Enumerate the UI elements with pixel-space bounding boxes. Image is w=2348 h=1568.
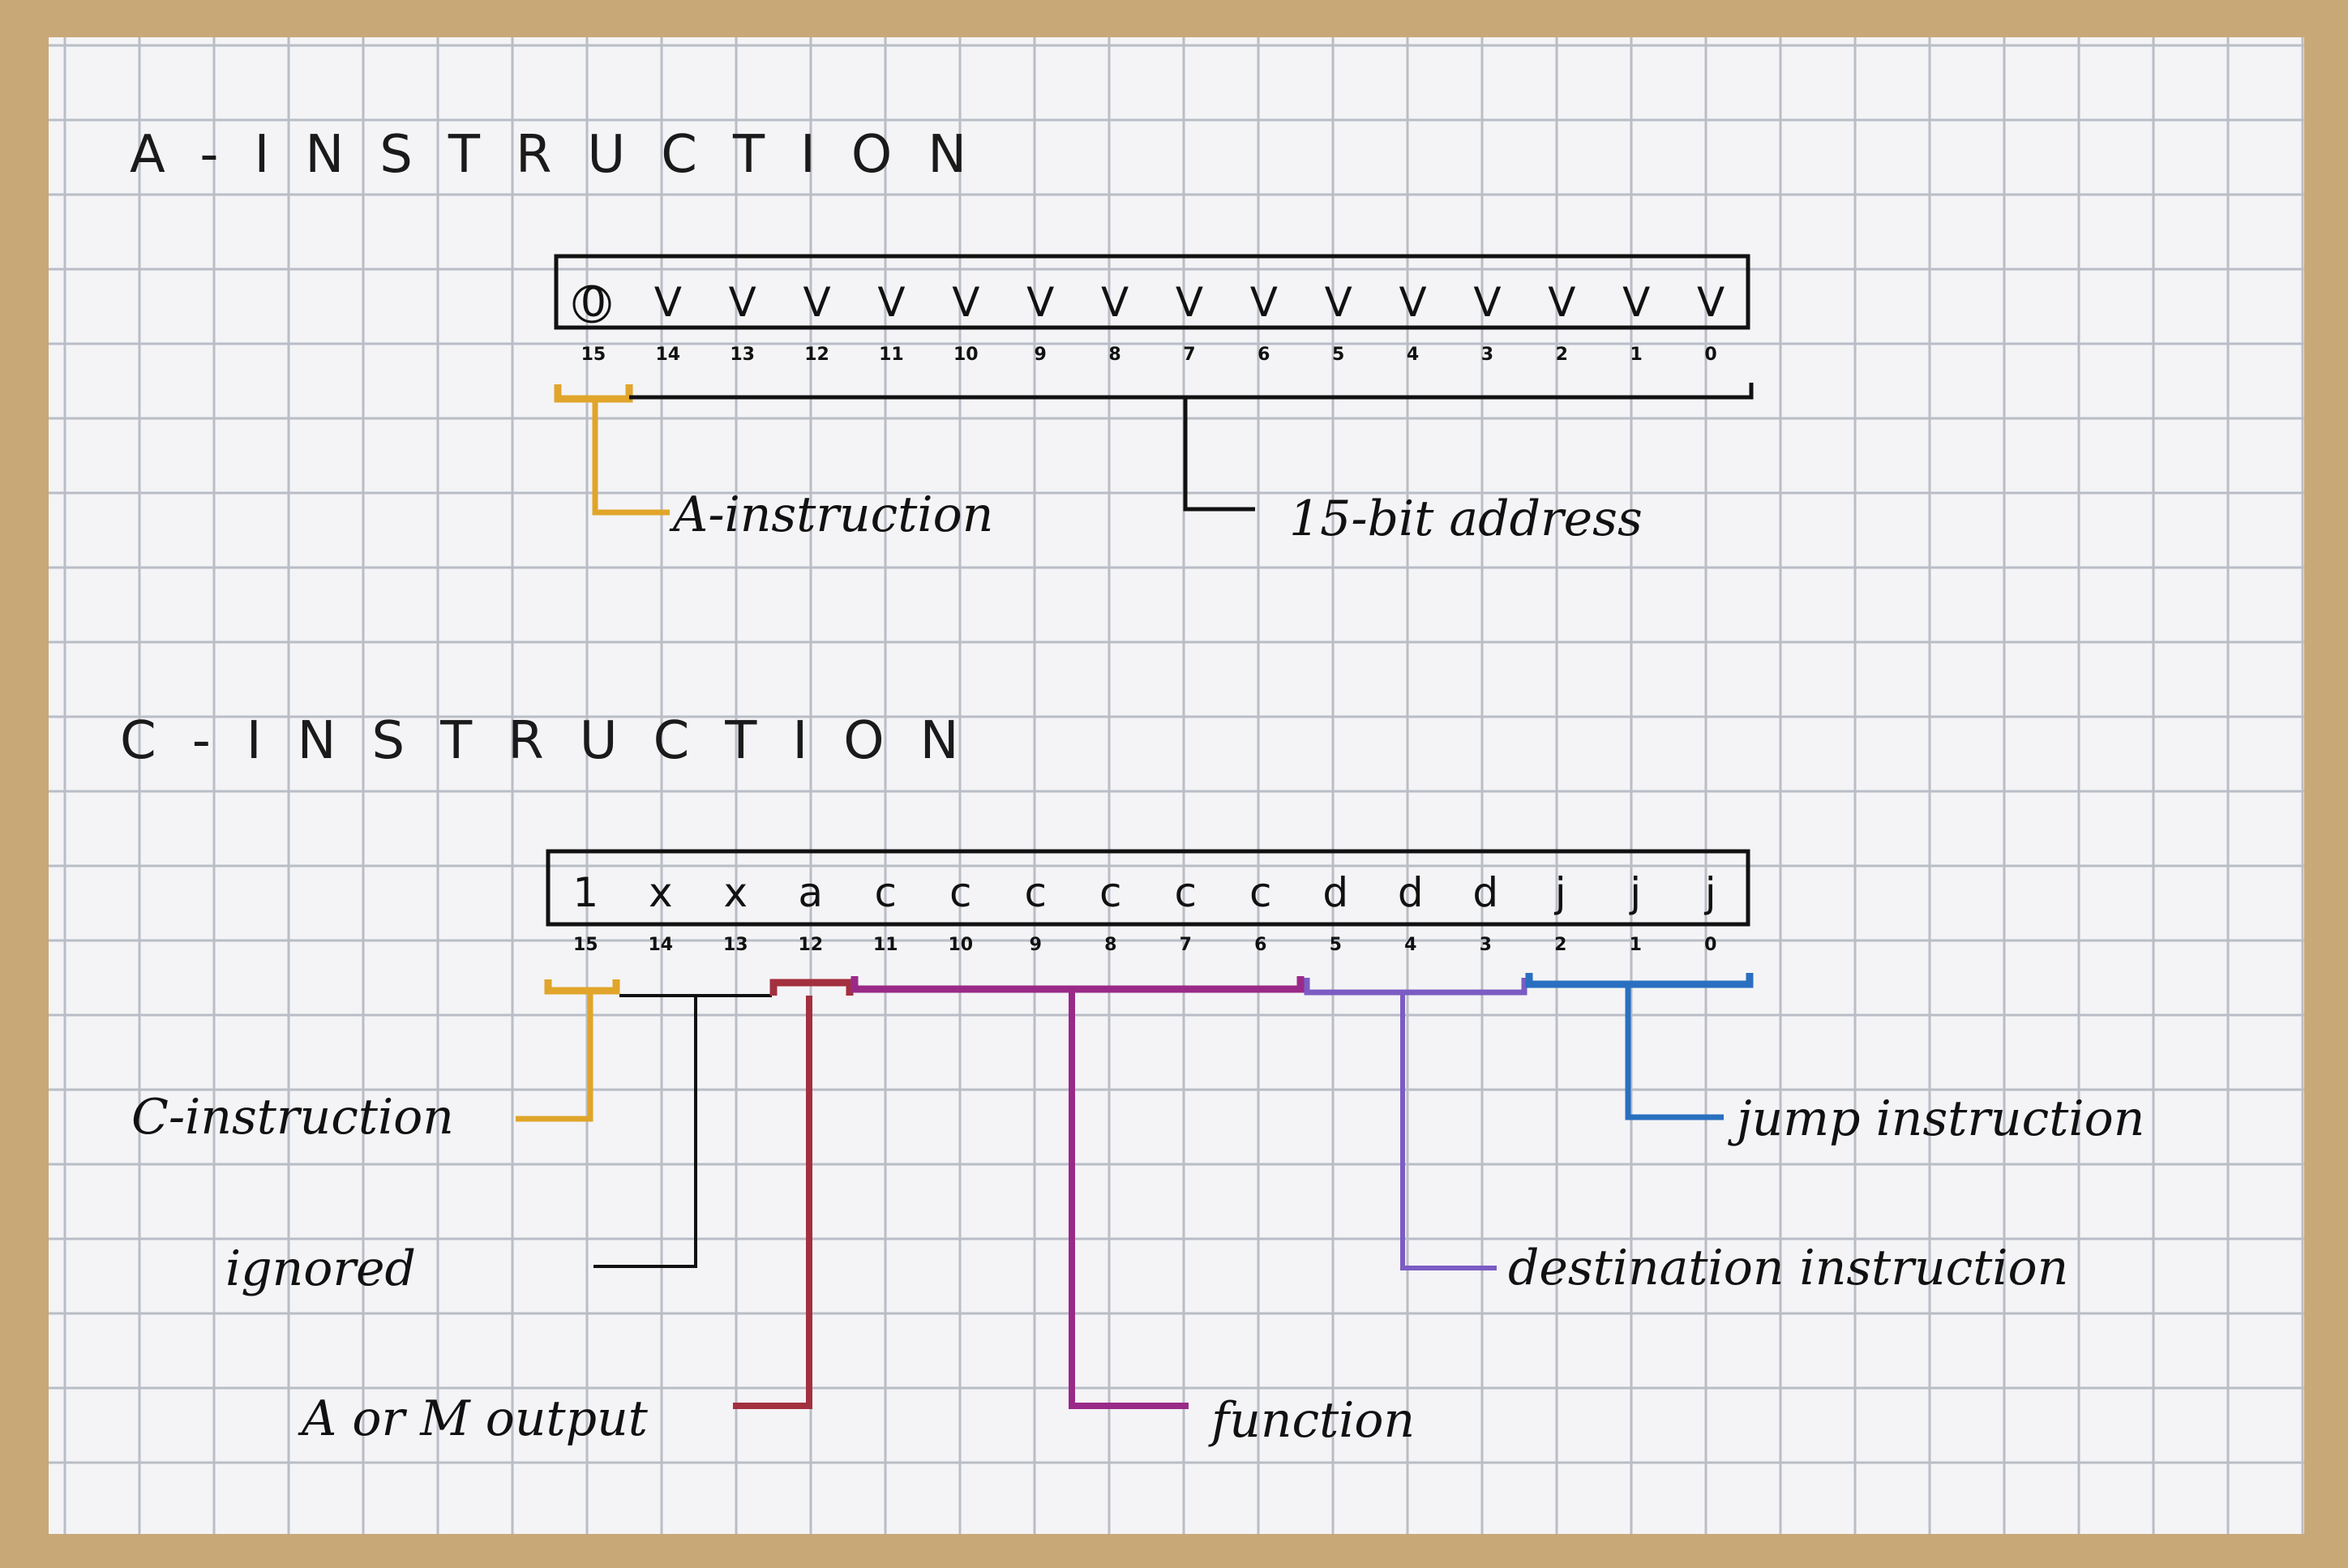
c-bit-cells: 1 x x a c c c c c c d d d j j j xyxy=(572,869,1716,916)
c-opcode-label: C-instruction xyxy=(131,1089,454,1146)
c-index-2: 2 xyxy=(1554,935,1566,955)
a-index-2: 2 xyxy=(1556,345,1568,365)
a-index-14: 14 xyxy=(656,345,681,365)
c-bit-12: a xyxy=(798,869,823,916)
c-index-11: 11 xyxy=(873,935,898,955)
a-bit-3: V xyxy=(1473,279,1501,326)
dest-bracket xyxy=(1304,978,1527,1270)
c-bit-4: d xyxy=(1398,869,1424,916)
a-bit-10: V xyxy=(952,279,979,326)
a-index-8: 8 xyxy=(1108,345,1120,365)
c-bit-14: x xyxy=(649,869,673,916)
c-index-10: 10 xyxy=(948,935,973,955)
c-index-3: 3 xyxy=(1480,935,1492,955)
jump-bracket xyxy=(1525,973,1754,1120)
function-bracket xyxy=(851,976,1305,1409)
dest-label: destination instruction xyxy=(1508,1240,2068,1296)
a-instruction-title: A-INSTRUCTION xyxy=(130,125,1002,185)
a-bit-8: V xyxy=(1101,279,1129,326)
c-index-15: 15 xyxy=(573,935,598,955)
a-opcode-bracket xyxy=(554,384,670,516)
c-index-5: 5 xyxy=(1330,935,1342,955)
a-index-13: 13 xyxy=(730,345,755,365)
a-opcode-label: A-instruction xyxy=(669,486,993,543)
c-index-14: 14 xyxy=(648,935,673,955)
c-bit-5: d xyxy=(1322,869,1348,916)
a-bit-4: V xyxy=(1399,279,1426,326)
a-bit-1: V xyxy=(1622,279,1650,326)
c-bit-13: x xyxy=(723,869,748,916)
c-instruction-title: C-INSTRUCTION xyxy=(120,711,994,771)
a-bit-6: V xyxy=(1250,279,1278,326)
c-index-13: 13 xyxy=(723,935,748,955)
a-index-1: 1 xyxy=(1630,345,1643,365)
c-bit-8: c xyxy=(1099,869,1122,916)
a-index-12: 12 xyxy=(804,345,829,365)
c-bit-11: c xyxy=(875,869,898,916)
c-bit-3: d xyxy=(1472,869,1498,916)
a-index-9: 9 xyxy=(1035,345,1047,365)
a-bit-bracket xyxy=(733,979,854,1409)
a-bit-0: V xyxy=(1697,279,1725,326)
a-index-7: 7 xyxy=(1183,345,1195,365)
a-index-3: 3 xyxy=(1481,345,1493,365)
a-bit-7: V xyxy=(1176,279,1203,326)
a-index-0: 0 xyxy=(1704,345,1716,365)
c-index-12: 12 xyxy=(798,935,823,955)
function-label: function xyxy=(1208,1392,1415,1449)
c-index-6: 6 xyxy=(1254,935,1266,955)
a-bit-11: V xyxy=(877,279,905,326)
paper-card xyxy=(49,37,2304,1534)
a-bit-2: V xyxy=(1548,279,1575,326)
ignored-bracket xyxy=(593,994,772,1268)
a-bit-12: V xyxy=(803,279,830,326)
a-bit-9: V xyxy=(1026,279,1054,326)
a-register-box xyxy=(554,254,1750,330)
c-opcode-bracket xyxy=(516,979,620,1122)
c-bit-2: j xyxy=(1554,869,1566,916)
c-register-box xyxy=(546,849,1750,927)
a-bit-14: V xyxy=(654,279,682,326)
c-index-8: 8 xyxy=(1104,935,1116,955)
c-index-7: 7 xyxy=(1180,935,1192,955)
grid-lines xyxy=(49,37,2304,1534)
c-bit-10: c xyxy=(949,869,972,916)
a-index-6: 6 xyxy=(1258,345,1270,365)
c-bit-9: c xyxy=(1025,869,1048,916)
jump-label: jump instruction xyxy=(1728,1090,2144,1147)
a-index-15: 15 xyxy=(581,345,606,365)
a-address-bracket xyxy=(629,383,1754,512)
a-index-11: 11 xyxy=(879,345,904,365)
a-bit-5: V xyxy=(1325,279,1352,326)
c-index-0: 0 xyxy=(1704,935,1716,955)
c-bit-1: j xyxy=(1629,869,1641,916)
a-bit-13: V xyxy=(729,279,756,326)
a-opcode-circle xyxy=(572,285,611,323)
a-index-5: 5 xyxy=(1332,345,1344,365)
a-index-10: 10 xyxy=(953,345,979,365)
a-or-m-label: A or M output xyxy=(298,1390,649,1447)
a-address-label: 15-bit address xyxy=(1289,491,1643,547)
a-index-4: 4 xyxy=(1407,345,1419,365)
c-bit-15: 1 xyxy=(572,869,598,916)
ignored-label: ignored xyxy=(225,1240,416,1297)
c-bit-7: c xyxy=(1175,869,1198,916)
c-index-1: 1 xyxy=(1630,935,1642,955)
c-index-9: 9 xyxy=(1030,935,1042,955)
c-index-4: 4 xyxy=(1404,935,1416,955)
c-bit-0: j xyxy=(1704,869,1716,916)
c-bit-6: c xyxy=(1249,869,1272,916)
